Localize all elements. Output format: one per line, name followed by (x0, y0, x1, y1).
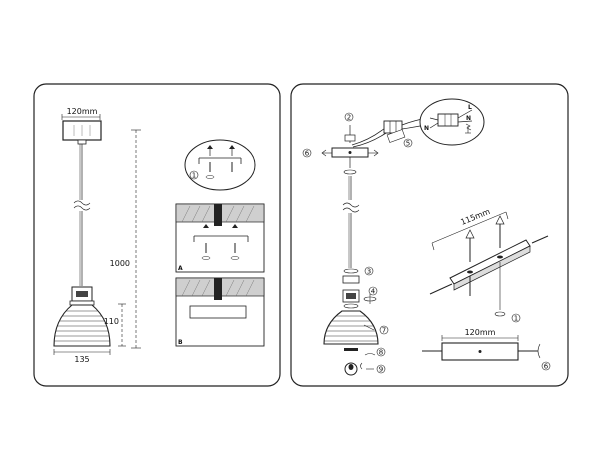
step-4-number: 4 (371, 288, 376, 296)
right-panel-frame (290, 83, 569, 387)
left-panel-frame (33, 83, 281, 387)
canopy: 120mm (61, 107, 102, 145)
step-5-number: 5 (406, 140, 410, 148)
wire-label-n-left: N (424, 125, 429, 132)
canopy-plate: 120mm (422, 328, 541, 361)
variant-a-label: A (178, 265, 183, 272)
suspension-cable (73, 144, 91, 286)
step-9-number: 9 (379, 366, 383, 374)
wiring-detail-bubble: L N N (419, 98, 485, 146)
bracket-spacing-label: 115mm (459, 207, 491, 227)
shade-height-dimension: 110 (104, 303, 126, 347)
mount-variant-b: B (175, 277, 265, 347)
step-6-left-number: 6 (305, 150, 310, 158)
lamp-shade (53, 286, 111, 347)
shade-width-dimension: 135 (53, 349, 111, 364)
step-2-number: 2 (347, 114, 351, 122)
mount-variant-a: A (175, 203, 265, 273)
wire-label-n-right: N (466, 115, 471, 122)
bubble-step-number: 1 (192, 172, 196, 180)
wiring (351, 117, 431, 148)
right-panel: L N N (290, 83, 569, 387)
step-3-number: 3 (367, 268, 371, 276)
shade-height-label: 110 (104, 317, 119, 326)
canopy-width-label: 120mm (67, 107, 98, 116)
assembly-column (321, 125, 379, 268)
step-7-number: 7 (382, 327, 386, 335)
cable-length-label: 1000 (110, 259, 130, 268)
drilling-detail-bubble: 1 (184, 139, 256, 191)
step-markers: 2 5 6 3 4 7 8 9 1 6 (302, 112, 551, 374)
plate-width-label: 120mm (465, 328, 496, 337)
wire-label-l: L (468, 104, 472, 111)
cable-length-dimension: 1000 (110, 129, 141, 349)
variant-b-label: B (178, 339, 183, 346)
mounting-bracket: 115mm (429, 207, 549, 317)
step-1-number: 1 (514, 315, 518, 323)
step-6-right-number: 6 (544, 363, 549, 371)
step-8-number: 8 (379, 349, 383, 357)
socket-and-shade (323, 268, 379, 376)
shade-width-label: 135 (74, 355, 89, 364)
left-panel: 120mm 1000 (33, 83, 281, 387)
